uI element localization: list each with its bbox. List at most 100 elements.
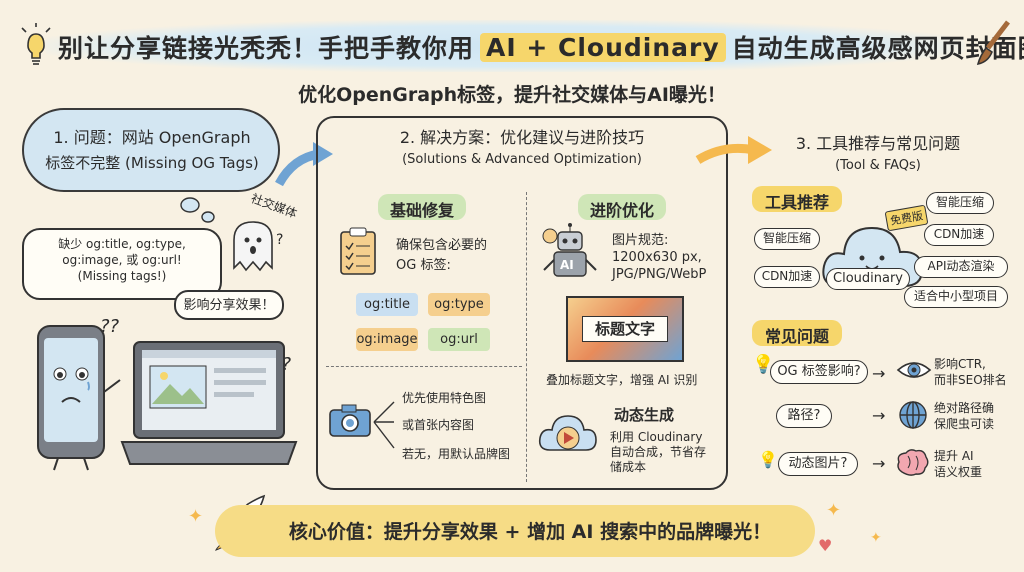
faq-answer: 绝对路径确 保爬虫可读 xyxy=(934,400,994,432)
missing-line1: 缺少 og:title, og:type, xyxy=(58,237,186,251)
dynamic-line2: 自动合成，节省存 xyxy=(610,445,707,459)
dynamic-text: 利用 Cloudinary 自动合成，节省存 储成本 xyxy=(610,430,706,475)
tag-og-type: og:type xyxy=(428,293,490,316)
section1-title-line2: 标签不完整 (Missing OG Tags) xyxy=(45,154,259,172)
sparkle-icon: ✦ xyxy=(188,506,204,527)
feature-bubble: CDN加速 xyxy=(924,224,994,246)
impact-text: 影响分享效果！ xyxy=(183,298,275,313)
basic-text-line1: 确保包含必要的 xyxy=(396,238,488,253)
heart-icon: ♥ xyxy=(818,536,833,555)
faq-answer: 影响CTR, 而非SEO排名 xyxy=(934,356,1007,388)
title-prefix: 别让分享链接光秃秃！手把手教你用 xyxy=(58,34,475,63)
sad-phone-illustration xyxy=(28,322,128,476)
missing-line2: og:image, 或 og:url! xyxy=(62,253,182,267)
feature-bubble: API动态渲染 xyxy=(914,256,1008,278)
core-value-banner xyxy=(215,505,815,557)
horizontal-divider xyxy=(326,366,522,367)
tag-og-title: og:title xyxy=(356,293,418,316)
section1-title-cloud xyxy=(22,108,280,192)
branch-arrows xyxy=(372,396,398,460)
sparkle-icon: ✦ xyxy=(826,500,842,521)
ghost-label: 社交媒体 xyxy=(249,191,299,221)
tag-og-url: og:url xyxy=(428,328,490,351)
arrow-right: → xyxy=(872,406,886,425)
clipboard-icon xyxy=(338,226,378,280)
faq-question: 路径? xyxy=(776,404,832,428)
faq-answer: 提升 AI 语义权重 xyxy=(934,448,982,480)
robot-icon xyxy=(540,222,600,290)
paintbrush-icon xyxy=(970,18,1014,72)
faq-answer-line: 提升 AI xyxy=(934,449,974,463)
lightbulb-icon: 💡 xyxy=(752,354,775,375)
lightbulb-icon xyxy=(18,22,54,72)
page-subtitle: 优化OpenGraph标签，提升社交媒体与AI曝光！ xyxy=(298,84,726,106)
core-value-text: 核心价值：提升分享效果 + 增加 AI 搜索中的品牌曝光！ xyxy=(288,521,772,543)
spec-line1: 图片规范: xyxy=(612,233,669,248)
ghost-icon xyxy=(228,218,278,278)
image-spec: 图片规范: 1200x630 px, JPG/PNG/WebP xyxy=(612,232,706,283)
section2-title-line2: (Solutions & Advanced Optimization) xyxy=(402,152,642,167)
faq-answer-line: 语义权重 xyxy=(934,465,983,479)
basic-fix-title: 基础修复 xyxy=(378,194,466,220)
advanced-label: 进阶优化 xyxy=(589,201,654,220)
eye-icon xyxy=(896,356,932,388)
title-suffix: 自动生成高级感网页封面图 xyxy=(731,34,1024,63)
dynamic-line1: 利用 Cloudinary xyxy=(610,430,703,444)
arrow-to-section3 xyxy=(694,130,774,174)
basic-fix-text: 确保包含必要的 OG 标签: xyxy=(396,236,487,276)
basic-text-line2: OG 标签: xyxy=(396,258,451,273)
arrow-right: → xyxy=(872,454,886,473)
section2-title: 2. 解决方案：优化建议与进阶技巧 (Solutions & Advanced … xyxy=(320,124,724,167)
vertical-divider xyxy=(526,192,527,482)
spec-line3: JPG/PNG/WebP xyxy=(612,267,707,282)
ghost-question: ? xyxy=(276,232,284,248)
arrow-to-section2 xyxy=(275,140,335,194)
tools-title: 工具推荐 xyxy=(752,186,842,212)
section3-title-line1: 3. 工具推荐与常见问题 xyxy=(795,134,961,153)
robot-label: AI xyxy=(560,258,574,272)
feature-bubble: CDN加速 xyxy=(754,266,820,288)
faq-label: 常见问题 xyxy=(764,327,829,346)
cloud-play-icon xyxy=(536,408,600,462)
basic-fix-label: 基础修复 xyxy=(389,201,454,220)
faq-title: 常见问题 xyxy=(752,320,842,346)
impact-bubble: 影响分享效果！ xyxy=(174,290,284,320)
section1-title-line1: 1. 问题：网站 OpenGraph xyxy=(53,128,251,147)
question-marks: ?? xyxy=(100,316,120,337)
priority-item: 若无，用默认品牌图 xyxy=(402,447,511,461)
faq-answer-line: 绝对路径确 xyxy=(934,401,995,415)
priority-item: 优先使用特色图 xyxy=(402,391,487,405)
laptop-illustration xyxy=(118,338,304,478)
lightbulb-icon: 💡 xyxy=(758,450,778,469)
faq-answer-line: 影响CTR, xyxy=(934,357,986,371)
page-title: 别让分享链接光秃秃！手把手教你用 AI + Cloudinary 自动生成高级感… xyxy=(58,22,1024,72)
feature-bubble: 适合中小型项目 xyxy=(904,286,1008,308)
priority-item: 或首张内容图 xyxy=(402,418,475,432)
tools-label: 工具推荐 xyxy=(764,193,829,212)
faq-question: OG 标签影响? xyxy=(770,360,868,384)
thought-bubbles xyxy=(180,195,220,229)
overlay-caption: 叠加标题文字，增强 AI 识别 xyxy=(546,373,698,387)
missing-tags-bubble: 缺少 og:title, og:type, og:image, 或 og:url… xyxy=(22,228,222,300)
globe-icon xyxy=(898,400,928,434)
camera-icon xyxy=(328,402,372,442)
brain-icon xyxy=(896,448,930,482)
dynamic-line3: 储成本 xyxy=(610,460,647,474)
arrow-right: → xyxy=(872,364,886,383)
section1-title: 1. 问题：网站 OpenGraph 标签不完整 (Missing OG Tag… xyxy=(30,124,274,173)
faq-answer-line: 保爬虫可读 xyxy=(934,417,995,431)
faq-question: 动态图片? xyxy=(778,452,858,476)
faq-answer-line: 而非SEO排名 xyxy=(934,373,1007,387)
section3-title-line2: (Tool & FAQs) xyxy=(835,158,921,173)
section3-title: 3. 工具推荐与常见问题 (Tool & FAQs) xyxy=(768,130,988,173)
title-preview-image: 标题文字 xyxy=(566,296,684,362)
tag-og-image: og:image xyxy=(356,328,418,351)
cloudinary-label: Cloudinary xyxy=(826,268,910,290)
feature-bubble: 智能压缩 xyxy=(926,192,994,214)
title-highlight: AI + Cloudinary xyxy=(480,32,726,62)
sparkle-icon: ✦ xyxy=(870,530,882,546)
advanced-title: 进阶优化 xyxy=(578,194,666,220)
solutions-panel xyxy=(316,116,728,490)
spec-line2: 1200x630 px, xyxy=(612,250,702,265)
missing-line3: (Missing tags!) xyxy=(77,269,167,283)
